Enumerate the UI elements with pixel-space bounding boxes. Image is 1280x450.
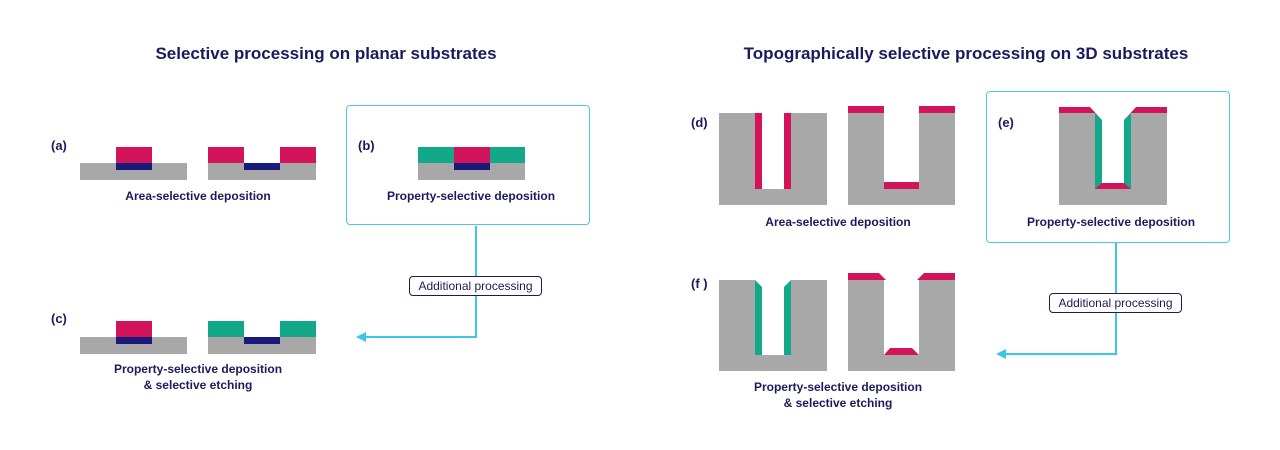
arrow-b-to-c	[360, 226, 477, 338]
label-f-line1: Property-selective deposition	[753, 380, 923, 394]
letter-e: (e)	[998, 115, 1014, 130]
teal-wall-e-right	[1124, 113, 1131, 189]
label-c: Property-selective deposition & selectiv…	[114, 361, 282, 393]
navy-pattern-c1	[116, 337, 152, 344]
substrate-a1	[80, 163, 187, 180]
letter-f: (f )	[691, 276, 708, 291]
pink-top-e-right	[1124, 107, 1167, 120]
arrow-e-to-f	[1000, 243, 1117, 355]
left-panel-title: Selective processing on planar substrate…	[155, 44, 497, 63]
diagram-f2	[848, 273, 955, 371]
label-a: Area-selective deposition	[125, 189, 271, 203]
letter-b: (b)	[358, 138, 375, 153]
pink-film-a2-right	[280, 147, 316, 163]
label-d: Area-selective deposition	[765, 215, 911, 229]
substrate-c1	[80, 337, 187, 354]
label-e: Property-selective deposition	[1026, 215, 1196, 229]
pink-top-d2-right	[919, 106, 955, 113]
label-c-line2: & selective etching	[143, 378, 253, 392]
diagram-d2	[848, 106, 955, 205]
trench-e	[1059, 113, 1167, 205]
teal-wall-f1-right	[784, 280, 791, 355]
teal-film-c2-right	[280, 321, 316, 337]
diagram-d1	[719, 113, 827, 205]
arrow-head-b-to-c	[356, 332, 366, 342]
pink-top-d2-left	[848, 106, 884, 113]
trench-f1	[719, 280, 827, 371]
substrate-b	[418, 163, 525, 180]
label-f-line2: & selective etching	[783, 396, 893, 410]
box-b	[346, 105, 590, 225]
letter-d: (d)	[691, 115, 708, 130]
diagram-f1	[719, 280, 827, 371]
teal-film-b-right	[490, 147, 525, 163]
pink-top-e-left	[1059, 107, 1102, 120]
right-panel-title: Topographically selective processing on …	[743, 44, 1189, 63]
diagram-c1	[80, 321, 187, 354]
pink-film-b	[454, 147, 490, 163]
trench-d2	[848, 113, 955, 205]
substrate-c2	[208, 337, 316, 354]
box-e	[986, 91, 1230, 243]
diagram-a2	[208, 147, 316, 180]
navy-pattern-a1	[116, 163, 152, 170]
teal-film-b-left	[418, 147, 454, 163]
label-c-line1: Property-selective deposition	[113, 362, 283, 376]
letter-a: (a)	[51, 138, 67, 153]
label-b: Property-selective deposition	[386, 189, 556, 203]
teal-wall-e-left	[1095, 113, 1102, 189]
pink-film-a1	[116, 147, 152, 163]
teal-film-c2-left	[208, 321, 244, 337]
pink-film-c1	[116, 321, 152, 337]
label-f: Property-selective deposition & selectiv…	[754, 379, 922, 411]
additional-processing-left: Additional processing	[409, 276, 542, 296]
diagram-e	[1059, 107, 1167, 205]
diagram-a1	[80, 147, 187, 180]
teal-wall-f1-left	[755, 280, 762, 355]
substrate-a2	[208, 163, 316, 180]
pink-wall-d1-right	[784, 113, 791, 189]
pink-wall-d1-left	[755, 113, 762, 189]
pink-bottom-f2	[884, 348, 919, 355]
letter-c: (c)	[51, 311, 67, 326]
pink-top-f2-left	[848, 273, 886, 280]
diagram-c2	[208, 321, 316, 354]
pink-bottom-d2	[884, 182, 919, 189]
navy-pattern-b	[454, 163, 490, 170]
arrow-head-e-to-f	[996, 349, 1006, 359]
additional-processing-right: Additional processing	[1049, 293, 1182, 313]
pink-bottom-e	[1095, 183, 1131, 189]
pink-top-f2-right	[917, 273, 955, 280]
trench-f2	[848, 280, 955, 371]
trench-d1	[719, 113, 827, 205]
navy-pattern-a2	[244, 163, 280, 170]
navy-pattern-c2	[244, 337, 280, 344]
pink-film-a2-left	[208, 147, 244, 163]
diagram-b	[418, 147, 525, 180]
